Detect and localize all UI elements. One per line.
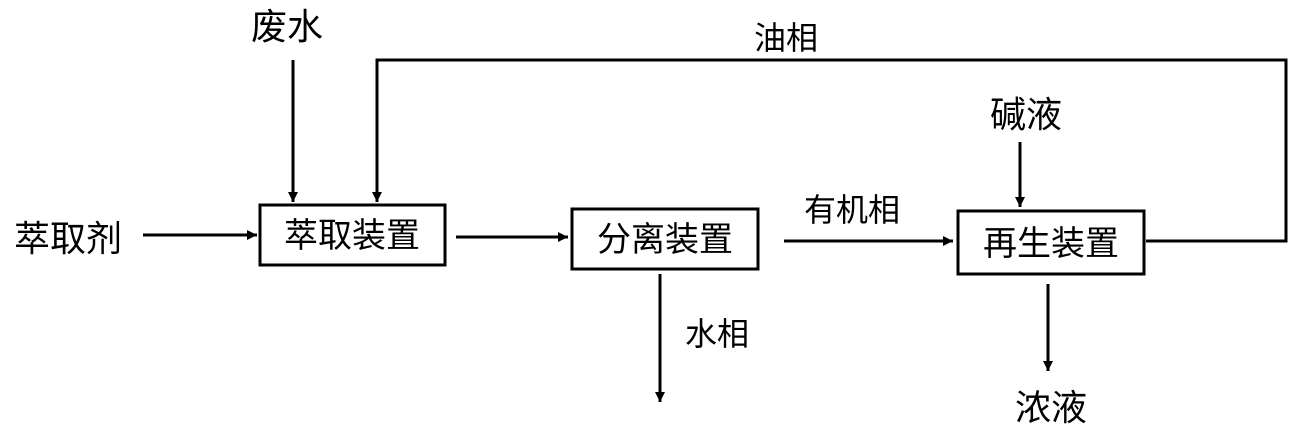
extraction-unit-label: 萃取装置 [284,216,420,256]
extractant-label: 萃取剂 [14,219,122,260]
waste-water-label: 废水 [251,7,323,48]
oil-phase-label: 油相 [754,19,818,57]
oil-phase-recycle-line [372,58,1288,243]
alkali-label: 碱液 [990,95,1062,136]
water-phase-label: 水相 [685,315,749,353]
regeneration-unit-box [956,209,1146,276]
organic-phase-label: 有机相 [804,191,900,229]
separation-unit-box [570,207,760,271]
regeneration-unit-label: 再生装置 [983,224,1119,264]
separation-unit-label: 分离装置 [597,220,733,260]
concentrate-label: 浓液 [1015,388,1087,429]
extraction-unit-box [258,203,447,267]
